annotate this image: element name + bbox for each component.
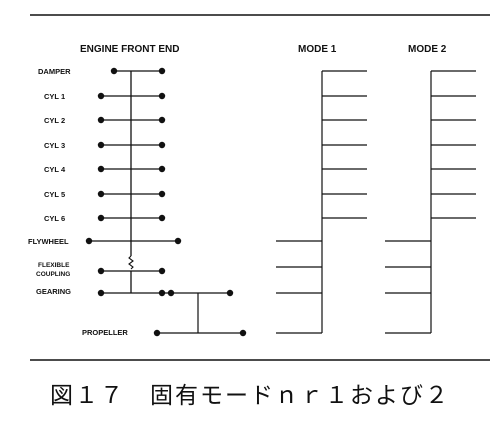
station-cyl-1 xyxy=(97,92,166,100)
station-flywheel xyxy=(85,237,182,245)
mode-1-shape xyxy=(276,70,367,334)
label-coupling: COUPLING xyxy=(36,271,70,278)
label-cyl-5: CYL 5 xyxy=(44,190,65,199)
label-flexible: FLEXIBLE xyxy=(38,262,70,269)
station-damper xyxy=(110,67,166,75)
header-mode-1: MODE 1 xyxy=(298,44,337,55)
station-gearing xyxy=(97,289,234,297)
station-cyl-3 xyxy=(97,141,166,149)
label-damper: DAMPER xyxy=(38,67,71,76)
station-cyl-5 xyxy=(97,190,166,198)
label-cyl-3: CYL 3 xyxy=(44,141,65,150)
label-cyl-2: CYL 2 xyxy=(44,116,65,125)
station-flexible-coupling xyxy=(97,267,166,275)
station-cyl-2 xyxy=(97,116,166,124)
label-cyl-1: CYL 1 xyxy=(44,92,65,101)
flexible-coupling-spring xyxy=(128,255,134,270)
header-mode-2: MODE 2 xyxy=(408,44,447,55)
label-gearing: GEARING xyxy=(36,287,71,296)
label-cyl-6: CYL 6 xyxy=(44,214,65,223)
figure-caption: 図１７ 固有モードｎｒ１および２ xyxy=(50,383,450,409)
station-propeller xyxy=(153,293,247,337)
station-cyl-6 xyxy=(97,214,166,222)
label-propeller: PROPELLER xyxy=(82,328,128,337)
mode-2-shape xyxy=(385,70,476,334)
header-engine-front-end: ENGINE FRONT END xyxy=(80,44,179,55)
station-cyl-4 xyxy=(97,165,166,173)
label-cyl-4: CYL 4 xyxy=(44,165,66,174)
label-flywheel: FLYWHEEL xyxy=(28,237,69,246)
